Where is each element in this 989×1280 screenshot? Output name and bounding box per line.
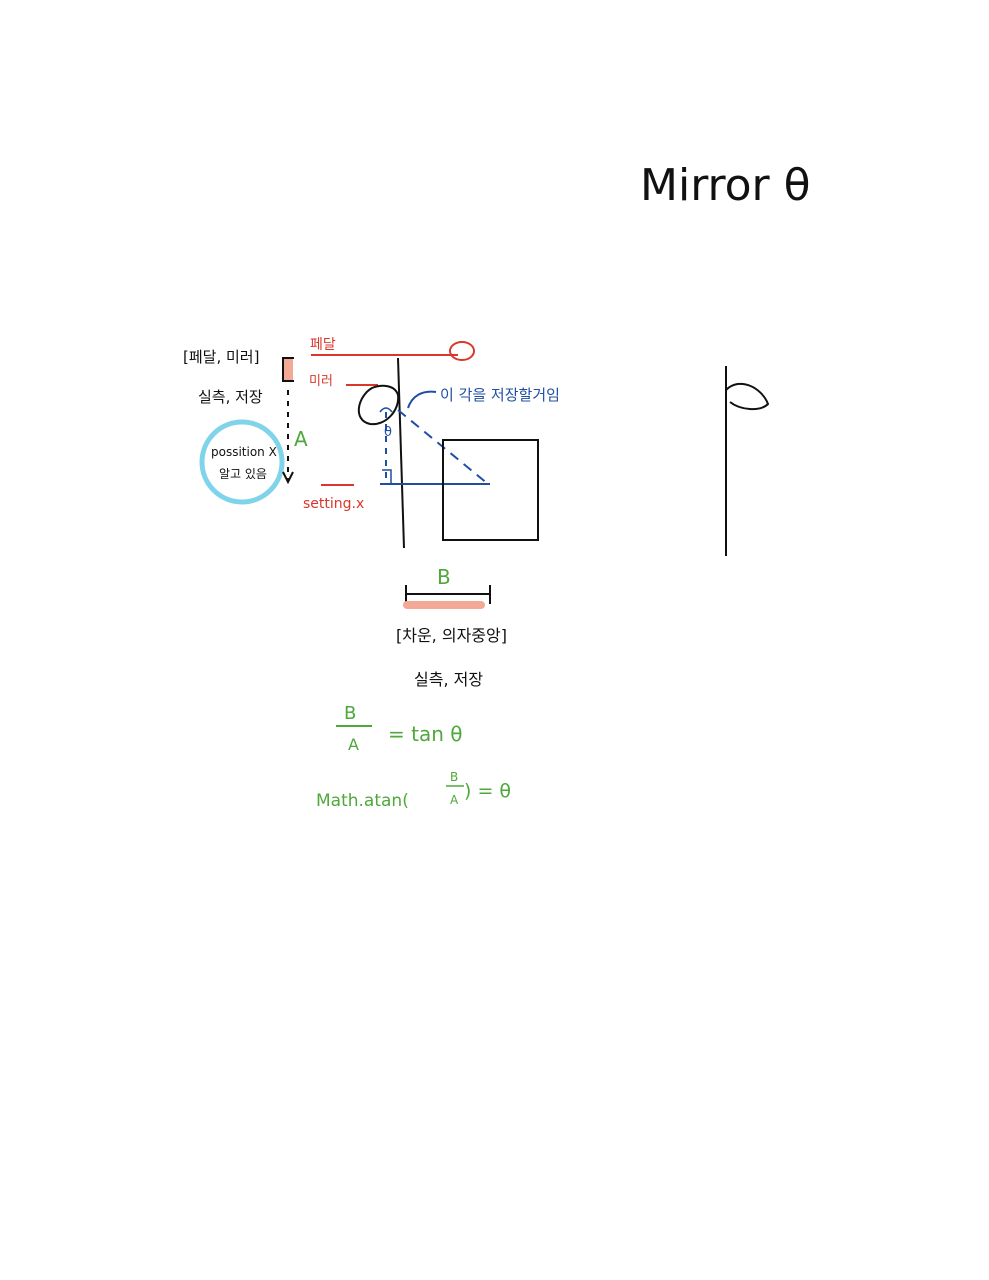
circled-note-line1: possition X [211, 445, 277, 459]
mirror-label: 미러 [309, 374, 333, 389]
code-numerator: B [450, 770, 458, 784]
right-mirror-shape [725, 383, 770, 410]
pedal-marker [449, 341, 475, 361]
bottom-measure-label: 실측, 저장 [414, 670, 483, 689]
code-formula-tail: ) = θ [464, 780, 511, 802]
right-angle-mark [382, 469, 392, 484]
a-label: A [294, 427, 308, 451]
pedal-label: 페달 [310, 337, 336, 353]
left-measure-label: 실측, 저장 [198, 388, 263, 406]
small-bracket [282, 357, 294, 382]
theta-symbol: θ [384, 425, 392, 440]
salmon-highlight-bottom [403, 601, 485, 609]
formula-numerator: B [344, 703, 356, 724]
highlight-circle [199, 419, 285, 505]
left-bracket-label: [페달, 미러] [183, 348, 259, 366]
seat-box [442, 439, 539, 541]
setting-label: setting.x [303, 496, 364, 512]
diagram-title: Mirror θ [640, 160, 811, 211]
salmon-highlight-left [284, 358, 293, 380]
bottom-bracket-label: [차운, 의자중앙] [396, 626, 507, 645]
formula-rhs: = tan θ [388, 722, 462, 746]
code-denominator: A [450, 793, 459, 807]
circled-note-line2: 알고 있음 [219, 467, 267, 481]
b-label: B [437, 565, 451, 589]
code-formula: Math.atan( [316, 791, 409, 811]
angle-arc [379, 407, 393, 413]
formula-denominator: A [348, 735, 359, 754]
car-side-line [397, 357, 405, 549]
note-leader [407, 390, 437, 409]
mirror-shape [358, 384, 400, 426]
blue-note: 이 각을 저장할거임 [440, 386, 560, 404]
a-dimension-arrow [282, 471, 294, 485]
